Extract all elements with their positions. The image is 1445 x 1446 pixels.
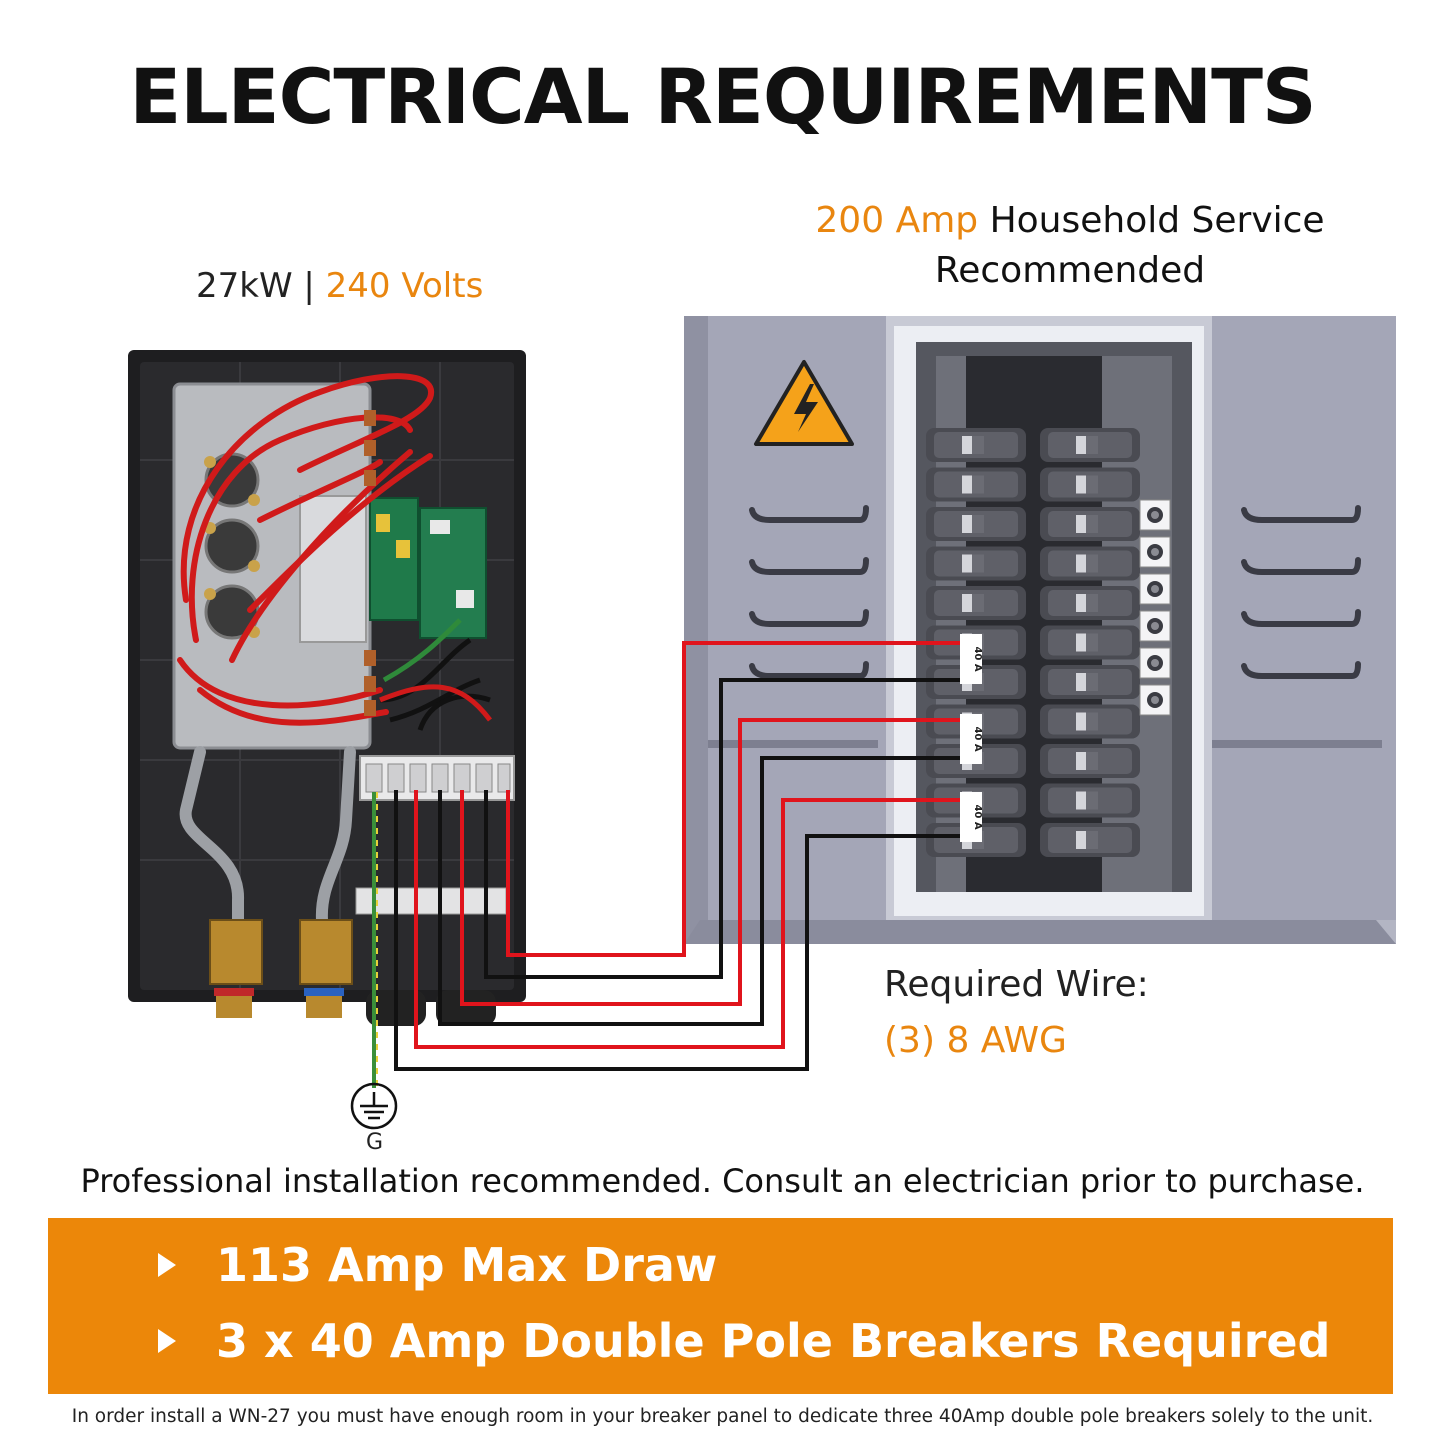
unit-separator: | [303,266,315,306]
panel-vents-right [1241,505,1361,679]
breaker-switch [1040,823,1140,857]
bus-terminal [1139,684,1171,716]
breaker-switch [1040,783,1140,818]
bus-terminal [1139,536,1171,568]
bus-terminal [1139,610,1171,642]
unit-rating: 27kW | 240 Volts [196,266,483,306]
breaker-switch [1040,625,1140,660]
bus-terminal [1139,573,1171,605]
feed-wires [394,641,960,1071]
page-title: ELECTRICAL REQUIREMENTS [129,52,1316,141]
bullet-triangle-icon [158,1329,176,1353]
high-voltage-warning-icon [754,360,854,446]
service-amperage: 200 Amp [815,200,979,241]
svg-text:40 A: 40 A [972,646,983,671]
bullet-triangle-icon [158,1253,176,1277]
breaker-switch [1040,744,1140,778]
ground-symbol-icon [350,1082,398,1130]
service-text: Household Service [989,200,1325,241]
breaker-switch [1040,665,1140,699]
requirement-text: 113 Amp Max Draw [216,1238,718,1292]
ground-wire [372,792,378,1088]
bus-terminal [1139,499,1171,531]
svg-text:40 A: 40 A [972,726,983,751]
breaker-tag-3: 40 A [960,792,983,842]
requirement-item: 113 Amp Max Draw [158,1238,717,1292]
water-heater-unit [128,350,526,1026]
required-wire-label: Required Wire: [884,964,1149,1005]
breaker-tag-2: 40 A [960,714,983,764]
requirement-item: 3 x 40 Amp Double Pole Breakers Required [158,1314,1330,1368]
breaker-switch [926,586,1026,620]
breaker-switch [1040,467,1140,502]
service-recommendation: 200 Amp Household Service Recommended [790,196,1350,296]
svg-text:40 A: 40 A [972,804,983,829]
breaker-switch [926,507,1026,541]
required-wire: Required Wire: (3) 8 AWG [884,957,1149,1069]
panel-vents-left [749,505,869,679]
bus-terminal [1139,647,1171,679]
breaker-switch [1040,704,1140,739]
unit-voltage: 240 Volts [325,266,484,306]
disclaimer: Professional installation recommended. C… [80,1162,1365,1200]
footnote: In order install a WN-27 you must have e… [71,1406,1374,1427]
required-wire-value: (3) 8 AWG [884,1020,1067,1061]
service-line2: Recommended [934,250,1206,291]
unit-power: 27kW [196,266,293,306]
breaker-switch [1040,507,1140,541]
breaker-switch [926,546,1026,581]
breaker-switch [1040,546,1140,581]
breaker-switch [1040,586,1140,620]
breaker-column-right [1040,428,1140,857]
breaker-switch [926,467,1026,502]
breaker-tag-1: 40 A [960,634,983,684]
requirements-banner: 113 Amp Max Draw 3 x 40 Amp Double Pole … [48,1218,1393,1394]
requirement-text: 3 x 40 Amp Double Pole Breakers Required [216,1314,1331,1368]
ground-label: G [366,1130,384,1155]
breaker-panel: 40 A 40 A 40 A [684,316,1396,944]
breaker-switch [1040,428,1140,462]
ground-bus-bar [1139,499,1171,716]
breaker-switch [926,428,1026,462]
